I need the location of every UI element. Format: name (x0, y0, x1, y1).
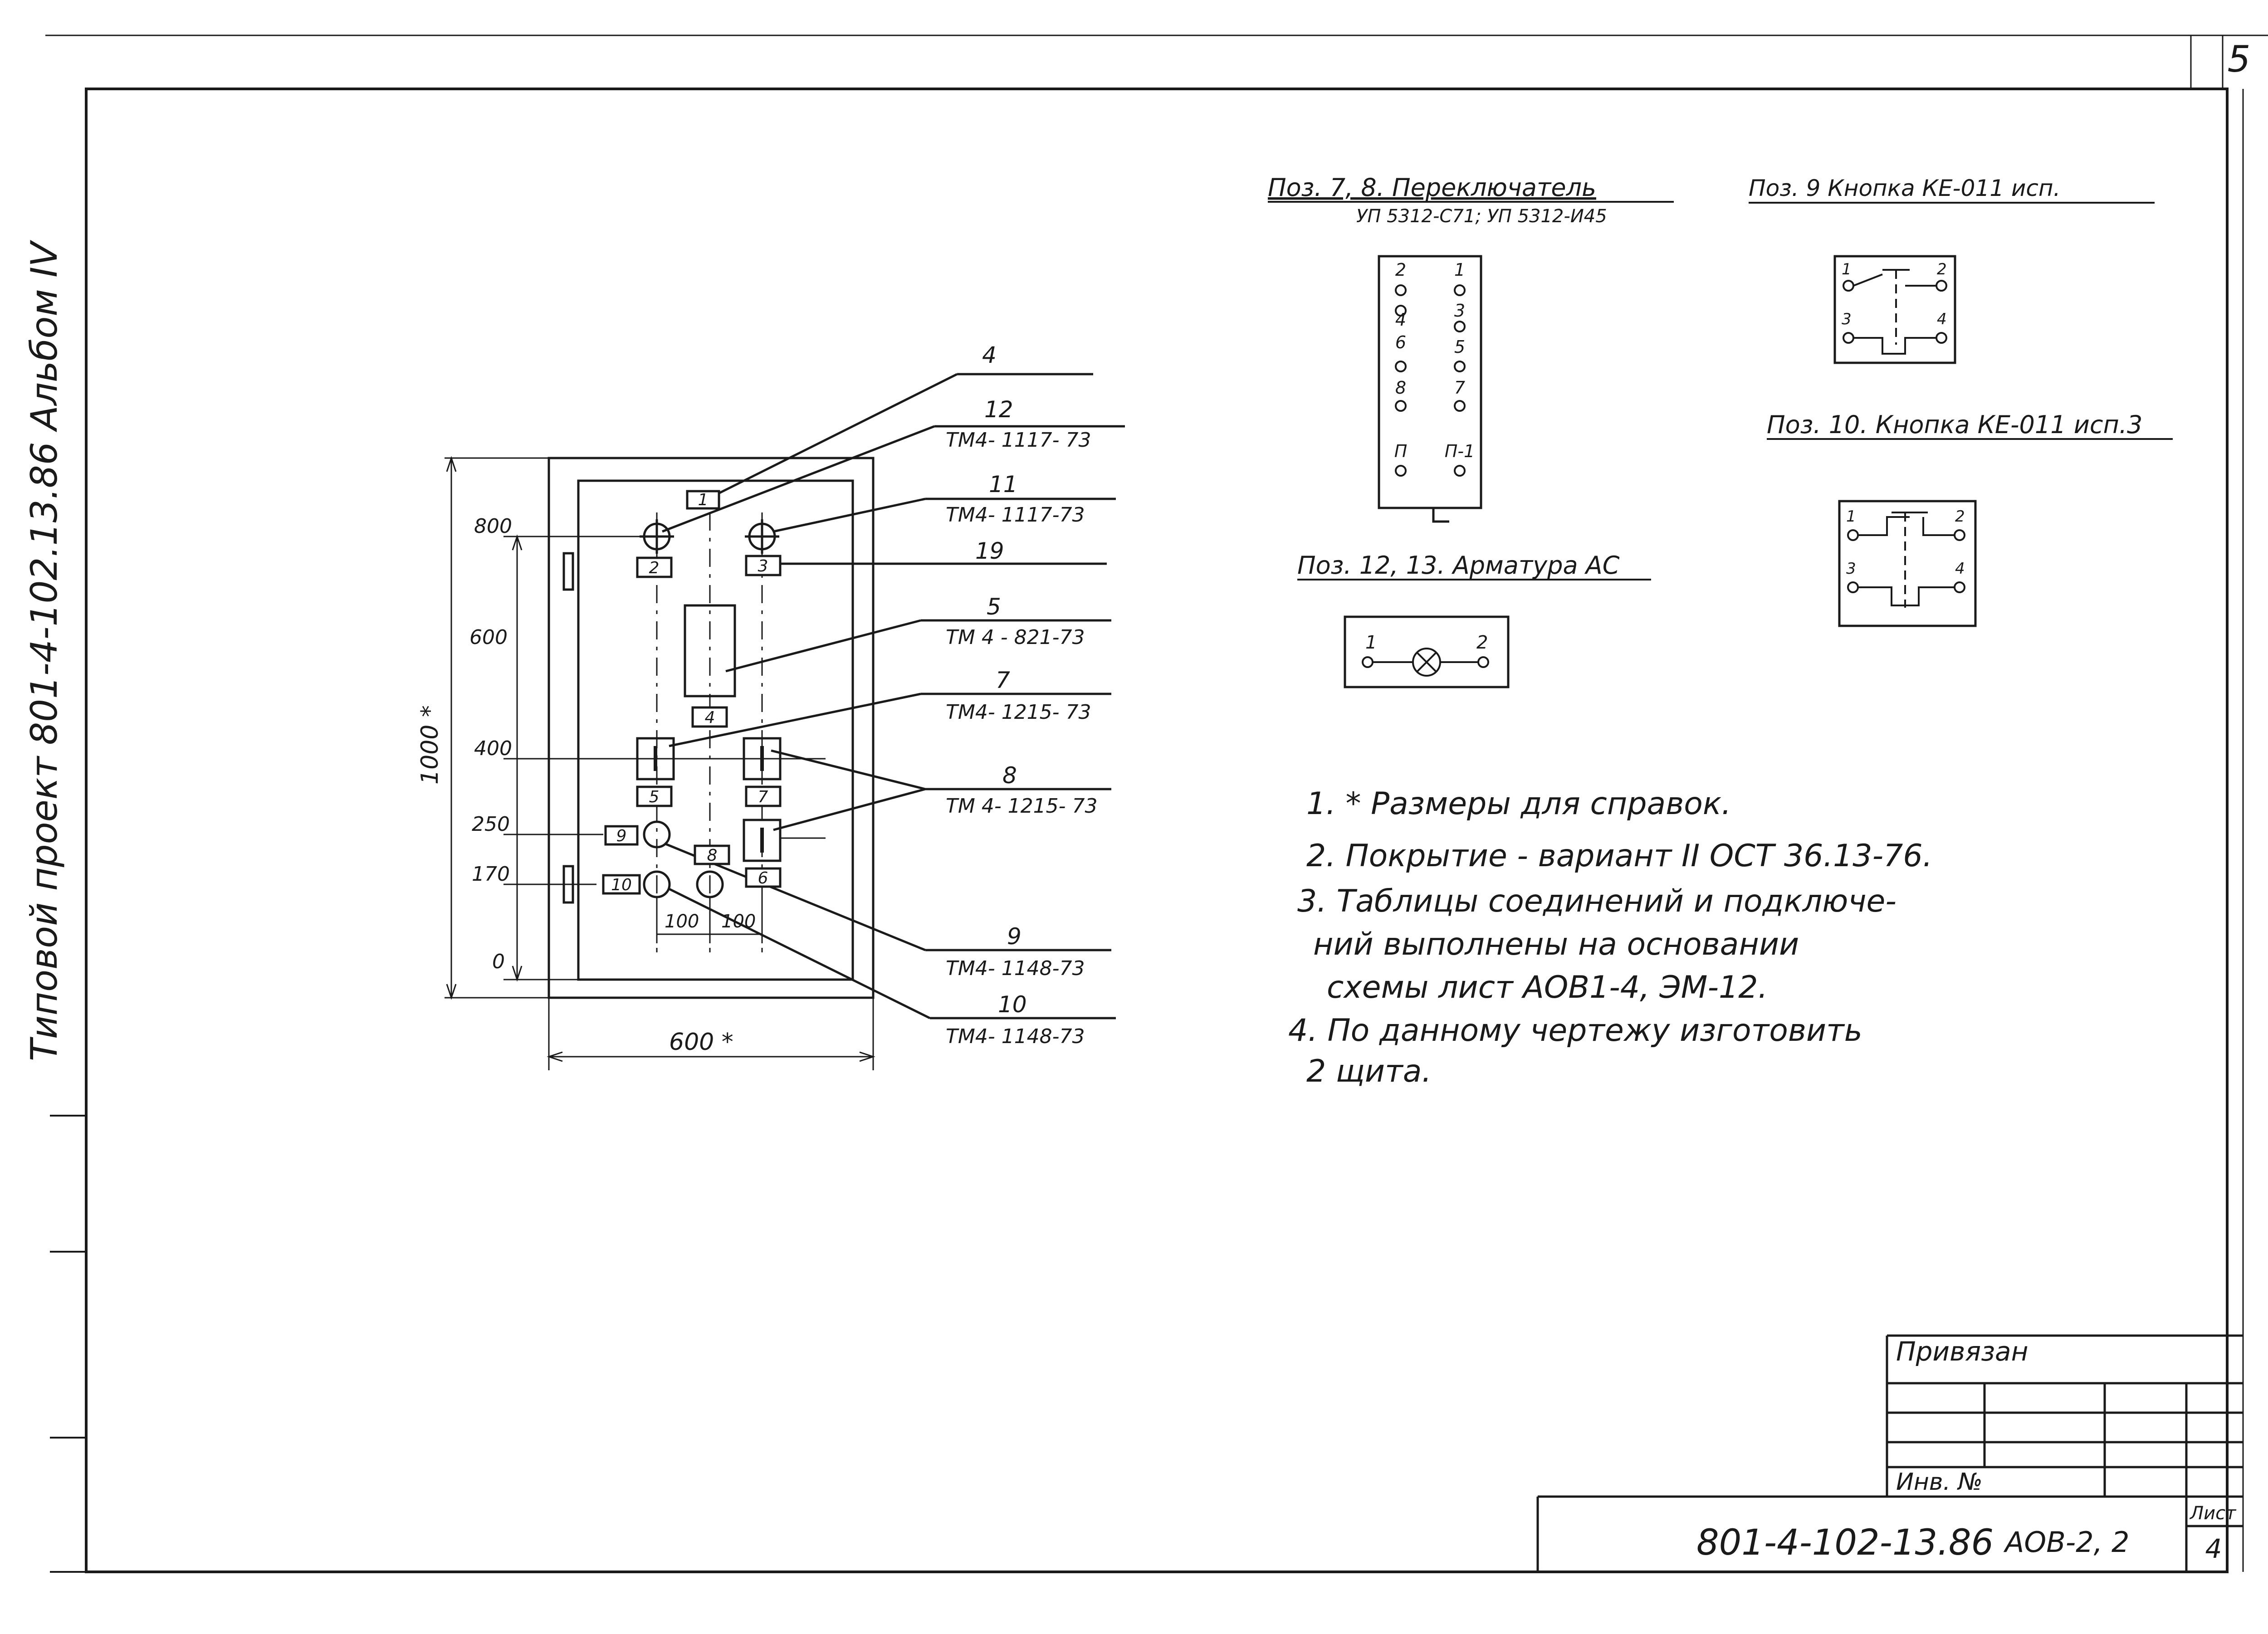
plate-4: 4 (691, 706, 728, 728)
callout-num-10: 10 (998, 991, 1027, 1018)
note-4: 4. По данному чертежу изготовить (1288, 1013, 1862, 1049)
callout-num-19: 19 (975, 538, 1004, 564)
svg-text:2: 2 (649, 559, 660, 577)
button9-contact-3: 3 (1842, 310, 1852, 328)
svg-text:7: 7 (758, 788, 768, 806)
button10-contact-1: 1 (1846, 507, 1856, 526)
plate-6: 6 (745, 867, 782, 888)
notes: 1. * Размеры для справок. 2. Покрытие - … (1288, 786, 1932, 1089)
lamp-contact-2: 2 (1476, 632, 1488, 653)
svg-text:9: 9 (616, 827, 627, 845)
note-3: 3. Таблицы соединений и подключе- (1297, 883, 1897, 919)
plate-7: 7 (745, 785, 782, 807)
title-block: Привязан Инв. № 801-4-102-13.86 АОВ-2, 2… (1536, 1334, 2243, 1572)
inv-label: Инв. № (1896, 1468, 1983, 1496)
switch-contact-5: 5 (1454, 337, 1465, 357)
elev-250: 250 (472, 813, 510, 836)
callout-type-10: ТМ4- 1148-73 (946, 1025, 1085, 1048)
callout-num-11: 11 (989, 471, 1018, 498)
plate-1: 1 (686, 490, 720, 510)
callout-num-7: 7 (996, 667, 1010, 693)
callout-type-7: ТМ4- 1215- 73 (946, 701, 1091, 724)
switch-contact-p: П (1394, 441, 1408, 461)
svg-text:10: 10 (611, 876, 632, 894)
svg-text:8: 8 (707, 846, 718, 865)
switch-contact-p1: П-1 (1445, 441, 1475, 461)
elev-400: 400 (474, 737, 512, 760)
sheet-number: 4 (2205, 1533, 2222, 1564)
elev-0: 0 (492, 950, 505, 973)
callout-type-11: ТМ4- 1117-73 (946, 503, 1085, 527)
sheet-label: Лист (2189, 1503, 2237, 1524)
button10-contact-2: 2 (1955, 507, 1965, 526)
elevation-labels: 800 600 400 250 170 0 (469, 515, 512, 973)
button9-detail: Поз. 9 Кнопка КЕ-011 исп. 1 2 3 4 (1749, 175, 2155, 364)
svg-text:5: 5 (649, 788, 660, 806)
callout-type-12: ТМ4- 1117- 73 (946, 429, 1091, 452)
switch-contact-8: 8 (1395, 378, 1406, 398)
callouts: 4 12 ТМ4- 1117- 73 11 ТМ4- 1117-73 19 5 … (946, 342, 1098, 1048)
callout-num-12: 12 (984, 396, 1013, 423)
callout-num-5: 5 (987, 594, 1001, 620)
switch-contact-6: 6 (1395, 332, 1406, 352)
lamp-detail: Поз. 12, 13. Арматура АС 1 2 (1297, 551, 1651, 688)
plate-9: 9 (604, 825, 639, 846)
button9-contact-2: 2 (1937, 260, 1947, 278)
width-dimension: 600 * (669, 1029, 733, 1056)
plate-2: 2 (636, 556, 673, 578)
note-1: 1. * Размеры для справок. (1306, 786, 1731, 822)
lamp-contact-1: 1 (1365, 632, 1377, 653)
note-3-cont-1: ний выполнены на основании (1313, 927, 1799, 962)
button10-title: Поз. 10. Кнопка КЕ-011 исп.3 (1767, 410, 2142, 439)
note-3-cont-2: схемы лист АОВ1-4, ЭМ-12. (1327, 970, 1768, 1005)
doc-code: 801-4-102-13.86 (1696, 1522, 1994, 1563)
side-stamp: Типовой проект 801-4-102.13.86 Альбом IV (23, 239, 65, 1061)
lamp-title: Поз. 12, 13. Арматура АС (1297, 551, 1620, 580)
plate-5: 5 (636, 785, 673, 807)
switch-detail: Поз. 7, 8. Переключатель УП 5312-С71; УП… (1268, 173, 1674, 523)
sheet-code: АОВ-2, 2 (2003, 1526, 2129, 1559)
elev-170: 170 (472, 863, 510, 886)
switch-subtitle: УП 5312-С71; УП 5312-И45 (1356, 206, 1607, 227)
spacing-dim-2: 100 (721, 911, 756, 932)
svg-text:3: 3 (758, 557, 768, 576)
plate-10: 10 (602, 874, 641, 895)
button9-contact-4: 4 (1937, 310, 1947, 328)
switch-contact-1: 1 (1454, 260, 1465, 280)
callout-type-8: ТМ 4- 1215- 73 (946, 795, 1098, 818)
button10-detail: Поз. 10. Кнопка КЕ-011 исп.3 1 2 3 4 (1767, 410, 2173, 627)
note-4-cont: 2 щита. (1306, 1054, 1432, 1089)
svg-text:1: 1 (698, 491, 709, 509)
button9-contact-1: 1 (1842, 260, 1852, 278)
svg-text:4: 4 (705, 708, 715, 727)
sheet-frame (45, 34, 2268, 1573)
button10-contact-4: 4 (1955, 560, 1965, 578)
callout-type-5: ТМ 4 - 821-73 (946, 626, 1085, 649)
callout-num-8: 8 (1002, 762, 1017, 789)
callout-num-4: 4 (982, 342, 997, 368)
elev-600: 600 (469, 626, 508, 649)
label-plates: 1 2 3 4 5 7 9 8 10 6 (602, 490, 782, 895)
note-2: 2. Покрытие - вариант II ОСТ 36.13-76. (1306, 838, 1932, 874)
switch-contact-7: 7 (1454, 378, 1465, 398)
switch-contact-3: 3 (1454, 301, 1465, 321)
height-dimension: 1000 * (416, 705, 444, 785)
switch-title: Поз. 7, 8. Переключатель (1268, 173, 1596, 202)
button9-title: Поз. 9 Кнопка КЕ-011 исп. (1749, 175, 2061, 201)
switch-contact-2: 2 (1395, 260, 1406, 280)
panel-drawing: 1 2 3 4 5 7 9 8 10 6 800 600 400 250 170… (416, 342, 1125, 1070)
spacing-dim-1: 100 (665, 911, 699, 932)
callout-num-9: 9 (1007, 923, 1022, 950)
bound-label: Привязан (1896, 1336, 2028, 1367)
lamp-symbol-icon (1412, 648, 1441, 677)
sheet-corner-number: 5 (2228, 38, 2251, 80)
button10-contact-3: 3 (1846, 560, 1856, 578)
elev-800: 800 (474, 515, 512, 538)
svg-text:6: 6 (758, 869, 768, 888)
callout-type-9: ТМ4- 1148-73 (946, 957, 1085, 980)
plate-3: 3 (745, 555, 782, 576)
plate-8: 8 (694, 844, 730, 865)
